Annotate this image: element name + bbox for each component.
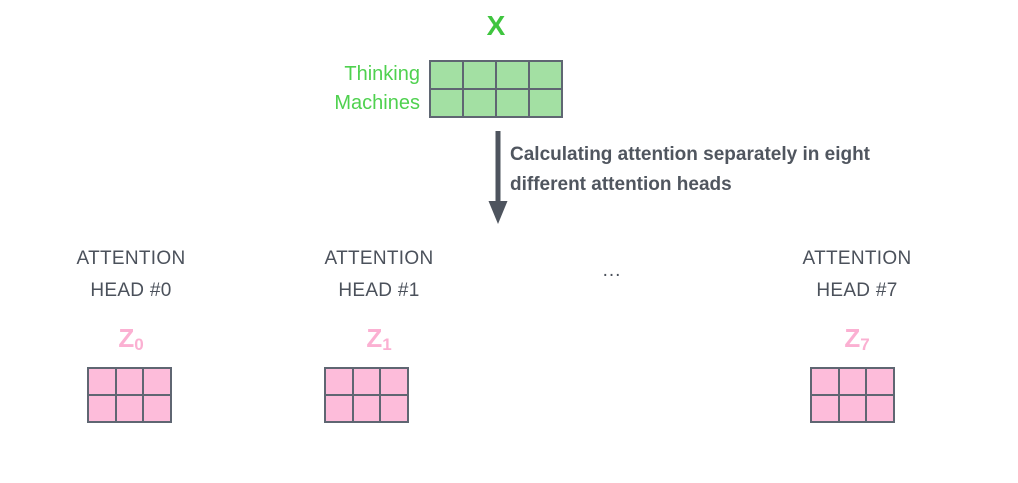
matrix-cell [839,369,866,394]
matrix-cell [144,396,170,421]
matrix-cell [867,396,893,421]
matrix-cell [812,369,838,394]
matrix-cell [326,396,352,421]
input-matrix [429,60,563,118]
attention-head-0-output-matrix [87,367,172,423]
z-base: Z [366,323,383,353]
matrix-cell [812,396,838,421]
transition-caption: Calculating attention separately in eigh… [510,144,871,195]
attention-head-0-title: ATTENTION HEAD #0 [76,248,186,301]
z-subscript: 0 [134,335,144,354]
attention-head-0-z-label: Z0 [31,323,231,357]
attention-head-7-title: ATTENTION HEAD #7 [802,248,912,301]
input-matrix-label: X [486,10,506,41]
matrix-cell [326,369,352,394]
attention-head-0: ATTENTION HEAD #0 Z0 [31,243,231,357]
matrix-cell [431,62,462,88]
matrix-cell [89,369,115,394]
attention-head-7-z-label: Z7 [757,323,957,357]
matrix-cell [530,90,561,116]
attention-head-7: ATTENTION HEAD #7 Z7 [757,243,957,357]
matrix-cell [381,369,407,394]
matrix-cell [116,396,143,421]
matrix-cell [116,369,143,394]
z-subscript: 1 [382,335,392,354]
attention-head-1-z-label: Z1 [279,323,479,357]
matrix-cell [530,62,561,88]
z-base: Z [844,323,861,353]
matrix-cell [497,62,528,88]
down-arrow-icon [488,131,508,224]
attention-head-1-title: ATTENTION HEAD #1 [324,248,434,301]
matrix-cell [839,396,866,421]
matrix-cell [381,396,407,421]
matrix-cell [89,396,115,421]
z-base: Z [118,323,135,353]
matrix-cell [464,90,495,116]
matrix-cell [144,369,170,394]
attention-head-1-output-matrix [324,367,409,423]
matrix-cell [353,396,380,421]
z-subscript: 7 [860,335,870,354]
matrix-cell [431,90,462,116]
attention-head-7-output-matrix [810,367,895,423]
matrix-cell [867,369,893,394]
matrix-cell [353,369,380,394]
input-row-labels: Thinking Machines [334,63,420,114]
attention-head-1: ATTENTION HEAD #1 Z1 [279,243,479,357]
matrix-cell [464,62,495,88]
ellipsis-label: ... [602,260,622,281]
matrix-cell [497,90,528,116]
